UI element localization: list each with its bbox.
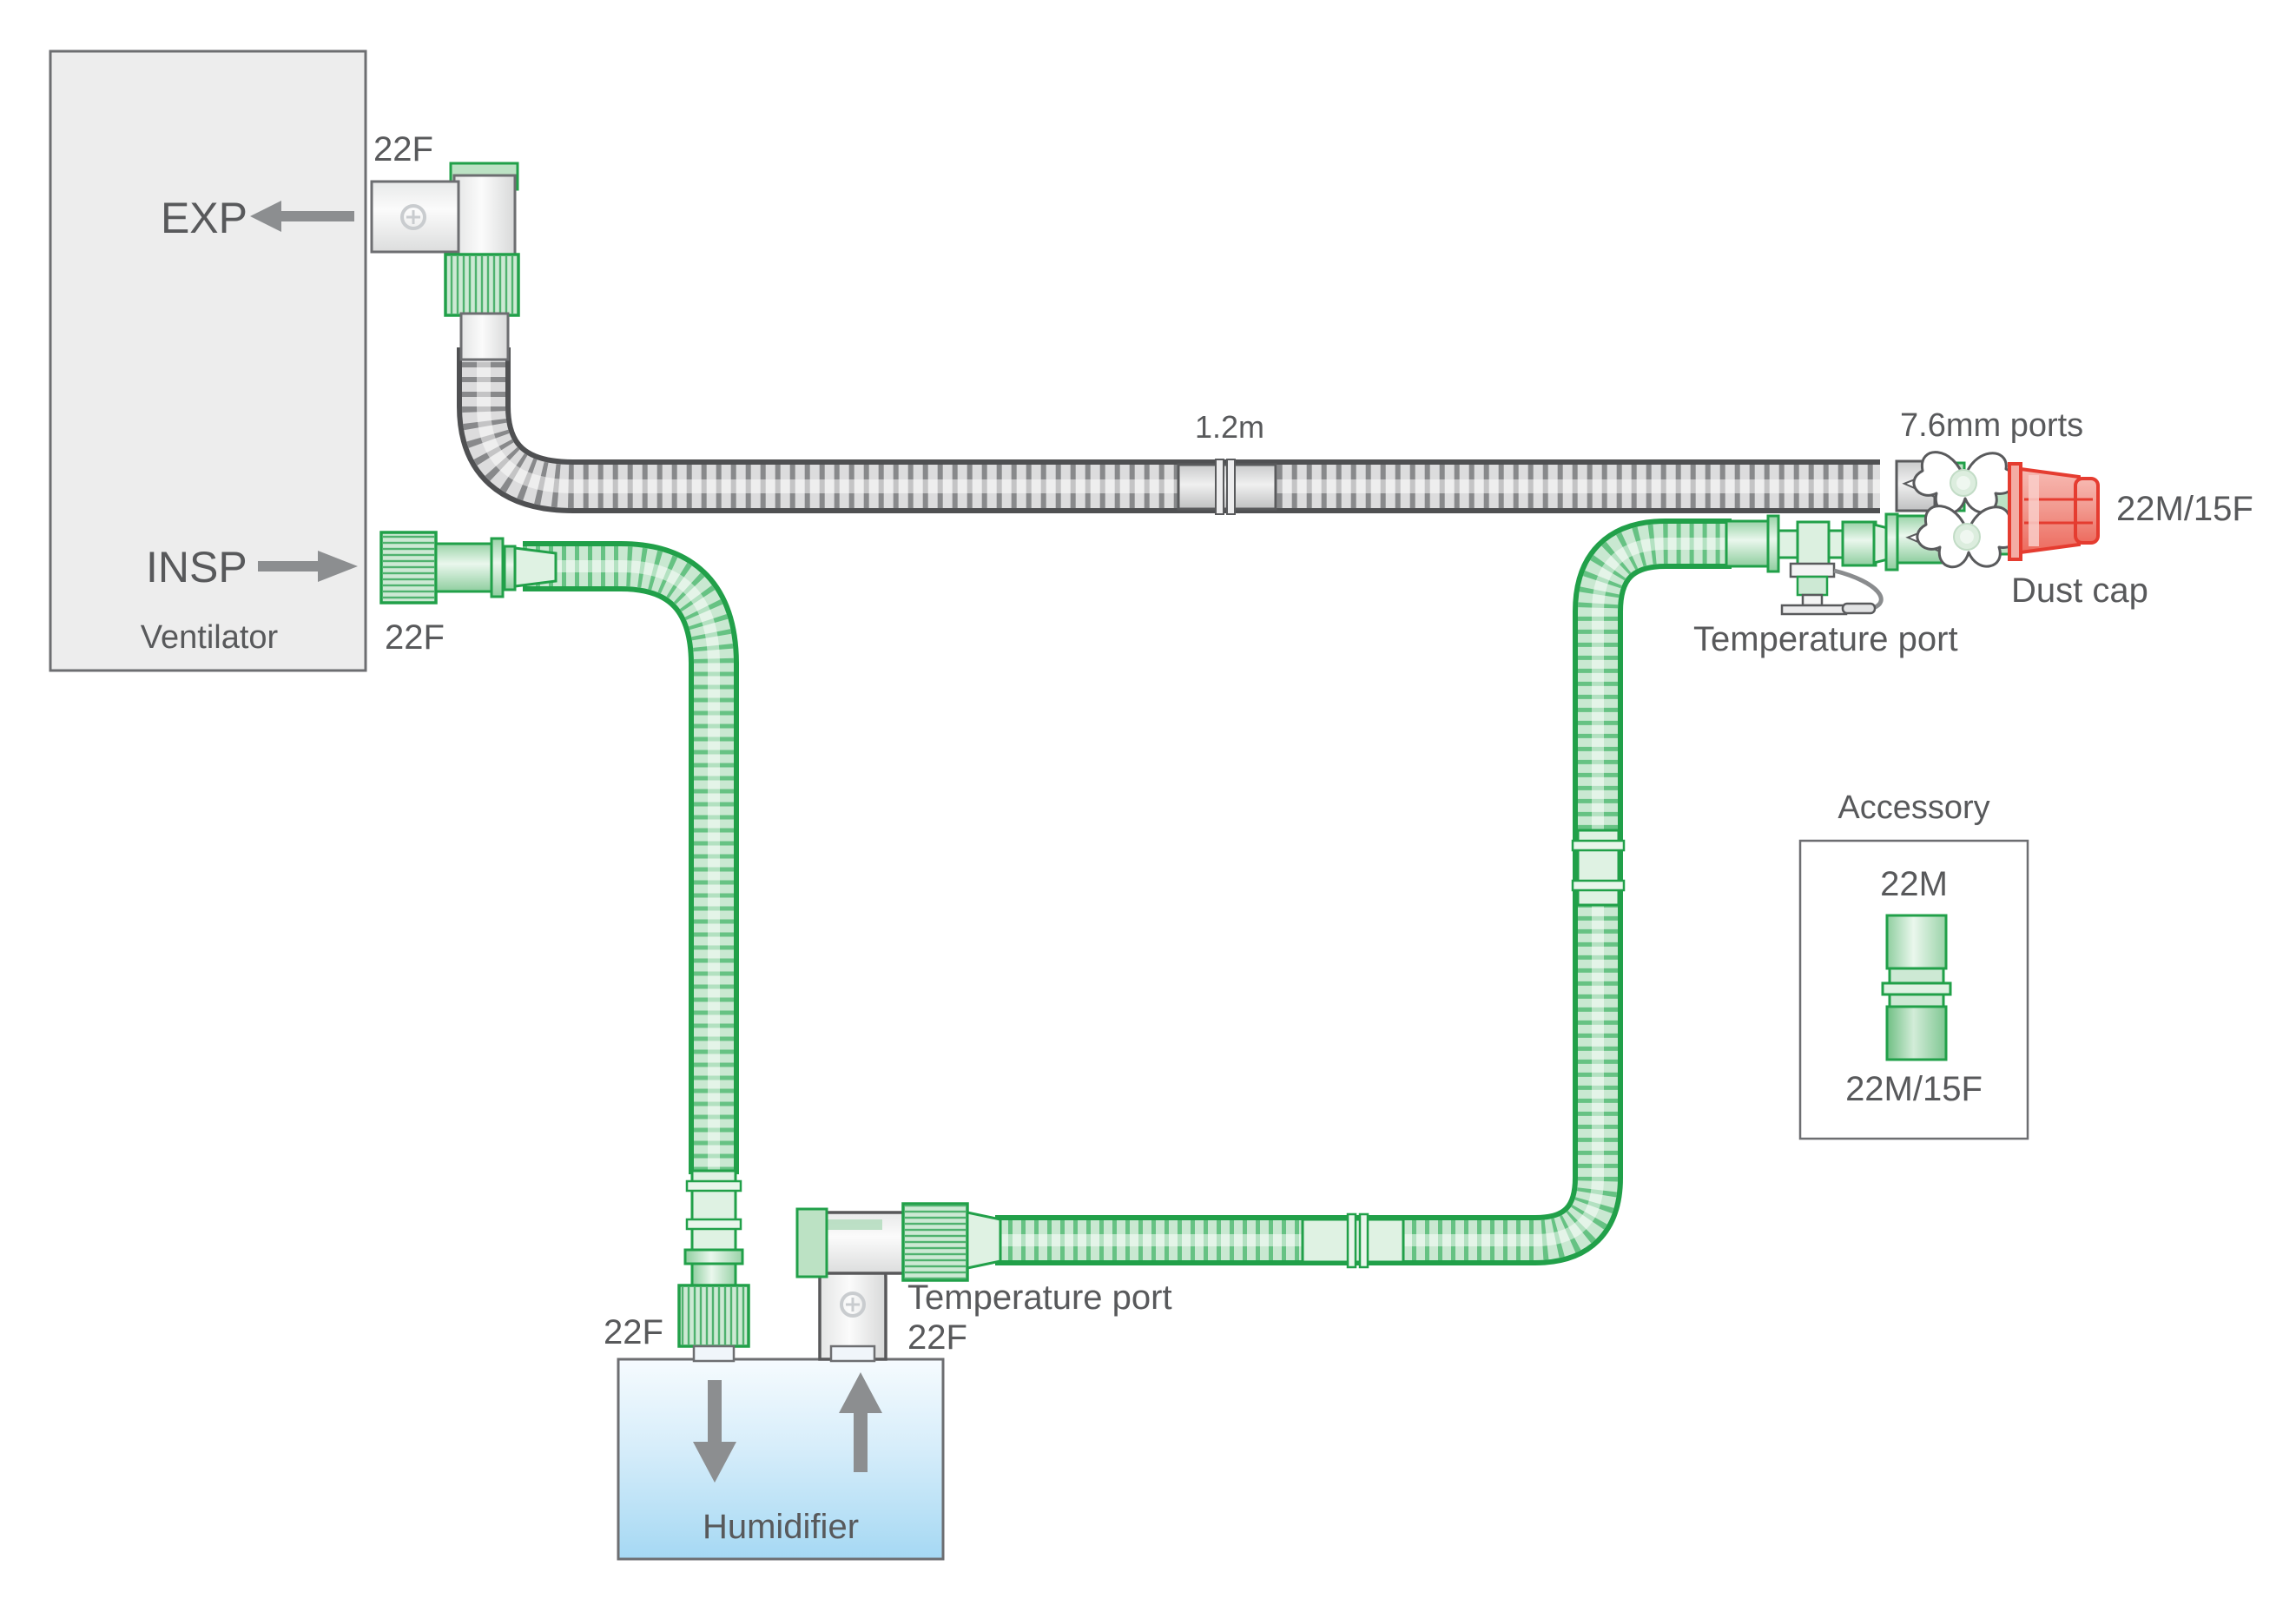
- ventilator-label: Ventilator: [140, 619, 279, 656]
- tube-length-label: 1.2m: [1195, 409, 1265, 445]
- ports-size-label: 7.6mm ports: [1900, 407, 2084, 444]
- exp-elbow-connector: [370, 162, 520, 361]
- expiratory-tube-connector: [1177, 459, 1277, 515]
- temperature-port-tee: [1725, 512, 1899, 616]
- humidifier-outlet-size-label: 22F: [907, 1318, 967, 1357]
- insp-port-size-label: 22F: [385, 618, 445, 657]
- humidifier-inlet-size-label: 22F: [604, 1313, 663, 1351]
- humidifier-outlet-elbow: [795, 1202, 1002, 1363]
- temp-port-cap-strap: [1833, 568, 1884, 611]
- insp-label: INSP: [146, 543, 247, 591]
- dust-cap: [2008, 462, 2100, 561]
- humidifier-box: [617, 1358, 945, 1561]
- temperature-port-label: Temperature port: [1693, 620, 1958, 658]
- humidifier-label: Humidifier: [702, 1508, 860, 1546]
- patient-tube-connector-vertical: [1571, 829, 1626, 907]
- patient-limb-tube: [995, 519, 1732, 1269]
- humidifier-inlet-22f-cuff: [677, 1284, 750, 1348]
- exp-flow-arrow-icon: [250, 201, 354, 232]
- exp-port-size-label: 22F: [373, 130, 433, 168]
- expiratory-limb-tube: [457, 347, 1880, 515]
- accessory-22m15f-label: 22M/15F: [1845, 1070, 1983, 1108]
- accessory-title: Accessory: [1837, 789, 1990, 826]
- inspiratory-limb-tube: [523, 541, 739, 1174]
- insp-22f-cuff: [379, 531, 438, 604]
- outlet-elbow-collar: [901, 1202, 969, 1282]
- humidifier-temperature-port-label: Temperature port: [907, 1278, 1172, 1317]
- manufacturer-logo-icon: [400, 204, 426, 230]
- humidifier-up-arrow-icon: [839, 1372, 882, 1472]
- patient-tube-connector-horizontal: [1301, 1212, 1405, 1269]
- ventilator-box: [49, 50, 367, 672]
- adapter-22m-15f: [1881, 914, 1952, 1061]
- insp-22f-connector: [379, 531, 558, 604]
- dust-cap-label: Dust cap: [2011, 571, 2148, 610]
- humidifier-down-arrow-icon: [693, 1380, 736, 1483]
- accessory-box: [1798, 839, 2029, 1140]
- humidifier-inlet-connector: [677, 1169, 750, 1363]
- exp-22f-cuff: [444, 253, 520, 317]
- insp-flow-arrow-icon: [258, 551, 358, 582]
- manufacturer-logo-icon: [840, 1292, 866, 1318]
- exp-label: EXP: [160, 194, 247, 242]
- accessory-22m-label: 22M: [1880, 865, 1948, 903]
- patient-connector-size-label: 22M/15F: [2116, 490, 2253, 528]
- port-cap-top: [1902, 451, 2017, 515]
- wye-piece: [1895, 451, 2100, 567]
